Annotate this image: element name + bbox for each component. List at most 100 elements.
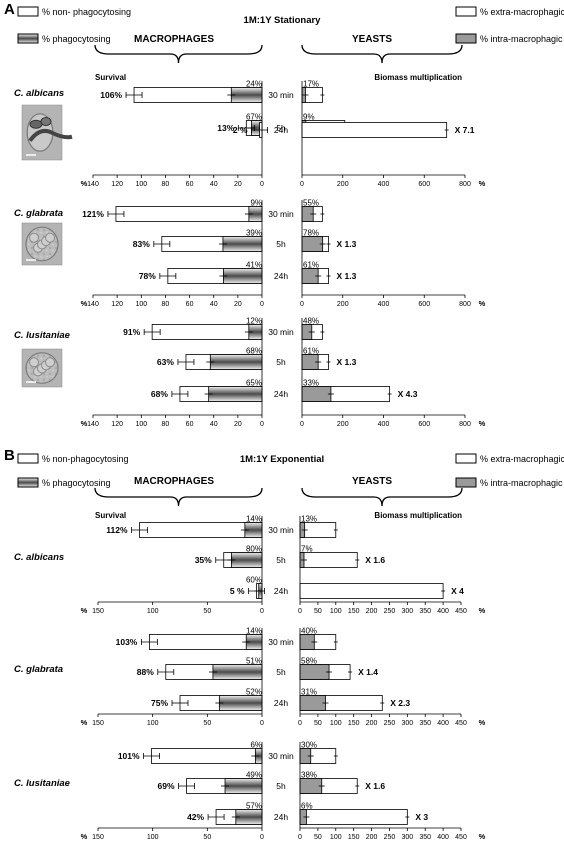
yeast-tick-label: 200: [337, 421, 349, 428]
phago-pct-label: 51%: [246, 657, 262, 666]
fold-change-label: X 1.3: [336, 239, 356, 249]
bar-phagocytosing: [230, 87, 263, 103]
bar-phagocytosing: [222, 236, 263, 252]
time-label: 30 min: [268, 90, 294, 100]
phago-pct-label: 24%: [246, 80, 262, 89]
macrophage-tick-label: 140: [87, 301, 99, 308]
macrophage-tick-label: 150: [92, 720, 104, 727]
yeast-tick-label: 600: [418, 181, 430, 188]
yeast-tick-label: 0: [298, 834, 302, 841]
survival-pct-label: 106%: [100, 90, 122, 100]
yeast-cell: [29, 357, 39, 368]
survival-pct-label: 121%: [82, 209, 104, 219]
yeasts-header: YEASTS: [352, 34, 392, 45]
time-label: 5h: [276, 239, 286, 249]
macrophage-tick-label: 40: [210, 301, 218, 308]
time-label: 24h: [274, 812, 288, 822]
survival-pct-label: 63%: [157, 357, 174, 367]
legend-label-phagocytosing: % phagocytosing: [42, 478, 111, 488]
survival-pct-label: 68%: [151, 389, 168, 399]
survival-label: Survival: [95, 73, 126, 82]
hypha-segment: [29, 119, 43, 129]
phago-pct-label: 12%: [246, 317, 262, 326]
fold-change-label: X 1.3: [336, 357, 356, 367]
yeast-tick-label: 100: [330, 834, 342, 841]
macrophage-tick-label: 80: [162, 421, 170, 428]
yeast-tick-label: 800: [459, 421, 471, 428]
legend-label-intra-macrophagic: % intra-macrophagic: [480, 478, 563, 488]
yeast-tick-label: 50: [314, 834, 322, 841]
intra-pct-label: 9%: [303, 113, 315, 122]
bar-phagocytosing: [224, 778, 263, 794]
macrophage-tick-label: 120: [111, 421, 123, 428]
intra-pct-label: 31%: [301, 688, 317, 697]
biomass-label: Biomass multiplication: [374, 73, 462, 82]
survival-pct-label: 88%: [137, 667, 154, 677]
fold-change-label: X 1.4: [358, 667, 378, 677]
yeast-tick-label: 0: [300, 181, 304, 188]
legend-swatch-phagocytosing: [17, 33, 39, 44]
macrophage-tick-label: 120: [111, 181, 123, 188]
phago-pct-label: 68%: [246, 347, 262, 356]
intra-pct-label: 78%: [303, 229, 319, 238]
macrophages-header: MACROPHAGES: [134, 476, 214, 487]
yeast-tick-label: 800: [459, 181, 471, 188]
macrophage-tick-label: 0: [260, 181, 264, 188]
panel-title: 1M:1Y Stationary: [244, 15, 322, 26]
survival-pct-label: 101%: [118, 751, 140, 761]
phago-pct-label: 57%: [246, 802, 262, 811]
yeast-tick-label: 400: [378, 181, 390, 188]
fold-change-label: X 1.3: [336, 271, 356, 281]
intra-pct-label: 61%: [303, 261, 319, 270]
yeast-cell: [45, 357, 55, 368]
time-label: 30 min: [268, 327, 294, 337]
macrophage-tick-label: 100: [147, 720, 159, 727]
macrophage-axis-unit: %: [81, 606, 88, 615]
bar-phagocytosing: [209, 354, 263, 370]
yeast-tick-label: 150: [348, 720, 360, 727]
intra-pct-label: 48%: [303, 317, 319, 326]
yeast-tick-label: 150: [348, 834, 360, 841]
bar-intra-macrophagic: [301, 386, 332, 402]
yeast-tick-label: 400: [437, 720, 449, 727]
time-label: 24h: [274, 389, 288, 399]
macrophage-tick-label: 50: [203, 720, 211, 727]
yeast-tick-label: 250: [384, 834, 396, 841]
phago-pct-label: 67%: [246, 113, 262, 122]
yeast-tick-label: 300: [401, 720, 413, 727]
yeast-tick-label: 250: [384, 608, 396, 615]
survival-pct-label: 42%: [187, 812, 204, 822]
survival-pct-label: 5 %: [230, 586, 245, 596]
time-label: 5h: [276, 667, 286, 677]
macrophage-axis-unit: %: [81, 299, 88, 308]
yeast-tick-label: 200: [337, 301, 349, 308]
macrophage-tick-label: 50: [203, 608, 211, 615]
yeast-tick-label: 50: [314, 720, 322, 727]
phago-pct-label: 49%: [246, 771, 262, 780]
macrophage-axis-unit: %: [81, 179, 88, 188]
yeast-tick-label: 50: [314, 608, 322, 615]
yeasts-header: YEASTS: [352, 476, 392, 487]
yeast-cell: [45, 232, 55, 243]
macrophage-tick-label: 100: [135, 301, 147, 308]
macrophage-tick-label: 60: [186, 181, 194, 188]
intra-pct-label: 33%: [303, 379, 319, 388]
bar-biomass: [299, 809, 408, 825]
yeast-tick-label: 600: [418, 421, 430, 428]
survival-pct-label: 112%: [106, 525, 128, 535]
bar-biomass: [299, 583, 444, 599]
legend-label-extra-macrophagic: % extra-macrophagic: [480, 454, 564, 464]
yeast-cell: [29, 232, 39, 243]
intra-pct-label: 17%: [303, 80, 319, 89]
macrophage-tick-label: 0: [260, 720, 264, 727]
phago-pct-label: 9%: [250, 199, 262, 208]
time-label: 24h: [274, 698, 288, 708]
hypha-filament: [28, 129, 73, 142]
macrophage-tick-label: 80: [162, 301, 170, 308]
species-name: C. lusitaniae: [14, 778, 71, 789]
survival-pct-label: 35%: [195, 555, 212, 565]
yeast-axis-unit: %: [479, 832, 486, 841]
phago-pct-label: 6%: [250, 741, 262, 750]
macrophage-tick-label: 0: [260, 608, 264, 615]
